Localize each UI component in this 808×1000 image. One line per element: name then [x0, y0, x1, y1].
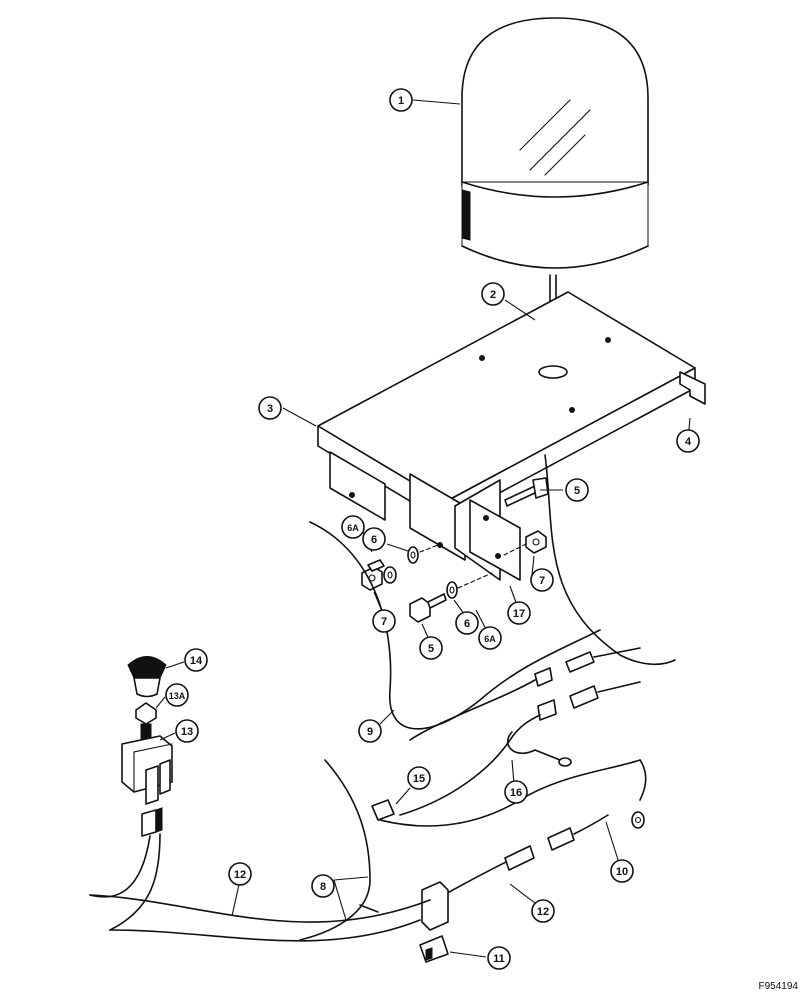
svg-text:6: 6 [464, 618, 470, 630]
svg-text:6A: 6A [347, 523, 359, 533]
svg-text:2: 2 [490, 289, 496, 301]
callout-1: 1 [389, 88, 413, 112]
callout-17: 17 [507, 601, 531, 625]
callout-6a-upper: 6A [341, 515, 365, 539]
svg-text:17: 17 [513, 608, 525, 620]
callout-6-upper: 6 [362, 527, 386, 551]
svg-text:6: 6 [371, 534, 377, 546]
wiring [89, 454, 676, 963]
svg-text:12: 12 [234, 869, 246, 881]
callout-7-right: 7 [530, 568, 554, 592]
callout-6a-lower: 6A [478, 626, 502, 650]
callout-14: 14 [184, 648, 208, 672]
svg-text:5: 5 [428, 643, 434, 655]
callout-bubbles: 1 2 3 4 5 6A 6 [165, 88, 700, 970]
svg-text:10: 10 [616, 866, 628, 878]
callout-11: 11 [487, 946, 511, 970]
svg-text:3: 3 [267, 403, 273, 415]
svg-text:13A: 13A [169, 691, 186, 701]
callout-7-left: 7 [372, 609, 396, 633]
callout-6-lower: 6 [455, 611, 479, 635]
callout-9: 9 [358, 719, 382, 743]
svg-text:16: 16 [510, 787, 522, 799]
figure-code: F954194 [758, 981, 798, 992]
svg-text:12: 12 [537, 906, 549, 918]
svg-text:1: 1 [398, 95, 404, 107]
callout-13a: 13A [165, 683, 189, 707]
hardware [361, 477, 549, 623]
callout-5-lower: 5 [419, 636, 443, 660]
svg-text:9: 9 [367, 726, 373, 738]
beacon-lamp [461, 17, 649, 321]
mounting-bracket [317, 291, 706, 581]
svg-text:4: 4 [685, 436, 692, 448]
callout-5-upper: 5 [565, 478, 589, 502]
callout-3: 3 [258, 396, 282, 420]
switch-assembly [121, 656, 173, 837]
callout-2: 2 [481, 282, 505, 306]
svg-text:14: 14 [190, 655, 203, 667]
svg-text:7: 7 [381, 616, 387, 628]
callout-15: 15 [407, 766, 431, 790]
svg-text:5: 5 [574, 485, 580, 497]
callout-12-left: 12 [228, 862, 252, 886]
svg-text:7: 7 [539, 575, 545, 587]
svg-text:6A: 6A [484, 634, 496, 644]
callout-13: 13 [175, 719, 199, 743]
callout-12-right: 12 [531, 899, 555, 923]
callout-4: 4 [676, 429, 700, 453]
svg-text:8: 8 [320, 881, 326, 893]
svg-text:15: 15 [413, 773, 425, 785]
callout-8: 8 [311, 874, 335, 898]
callout-10: 10 [610, 859, 634, 883]
callout-16: 16 [504, 780, 528, 804]
svg-text:13: 13 [181, 726, 193, 738]
svg-text:11: 11 [493, 953, 505, 965]
